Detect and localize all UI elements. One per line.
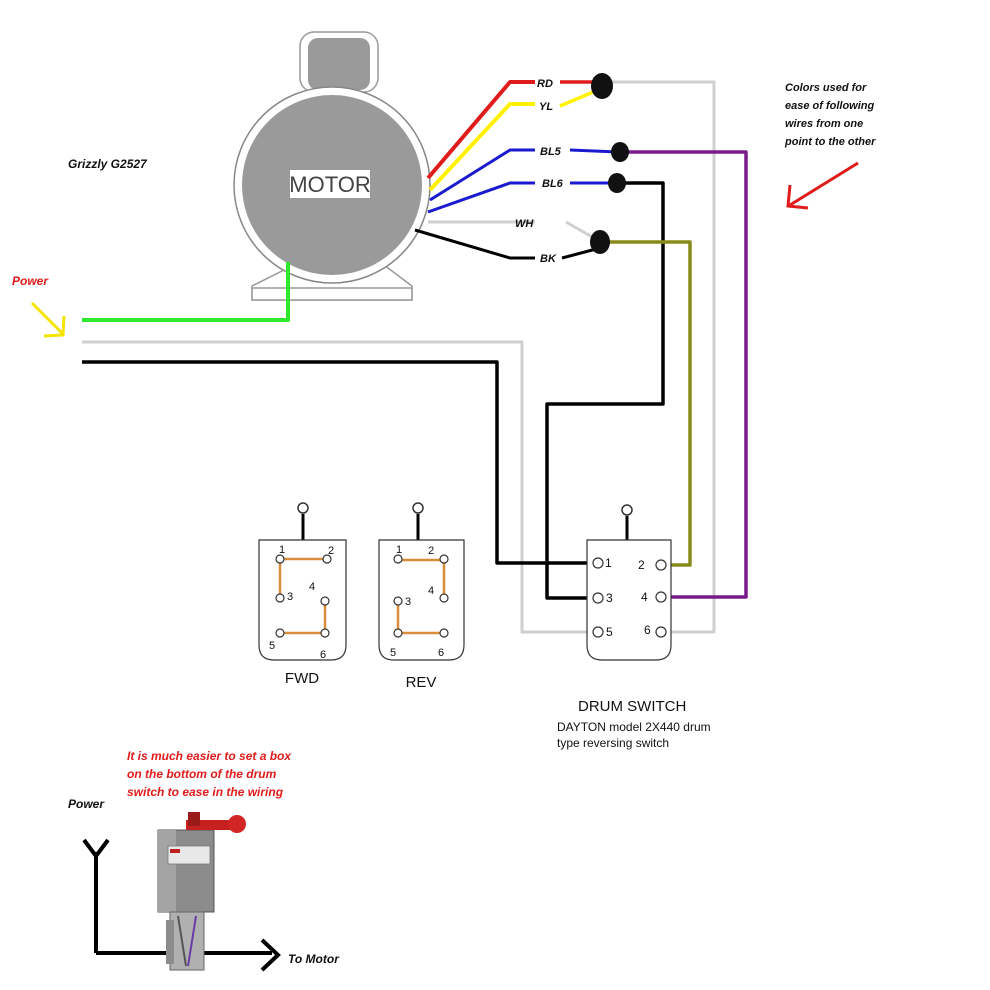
box-note: It is much easier to set a box on the bo… xyxy=(127,749,292,799)
wire-label-wh: WH xyxy=(515,218,534,230)
box-note-line: switch to ease in the wiring xyxy=(127,785,284,799)
drum-terminal-label: 2 xyxy=(638,558,645,572)
wire-connectors xyxy=(590,73,629,254)
note-colors-line: point to the other xyxy=(784,136,876,148)
fwd-terminal-label: 6 xyxy=(320,649,326,661)
drum-switch: 1 2 3 4 5 6 DRUM SWITCH DAYTON model 2X4… xyxy=(557,504,711,750)
rev-terminal-label: 4 xyxy=(428,585,434,597)
fwd-label: FWD xyxy=(285,670,319,687)
connector-rd-yl xyxy=(591,73,613,99)
wire-label-bl6: BL6 xyxy=(542,178,564,190)
connector-bl6 xyxy=(608,173,626,193)
wire-bl6 xyxy=(427,181,535,214)
drum-switch-title: DRUM SWITCH xyxy=(578,698,686,715)
drum-terminal-label: 4 xyxy=(641,590,648,604)
wire-gray-to-6 xyxy=(606,80,716,634)
wire-label-yl: YL xyxy=(539,101,553,113)
note-colors-line: ease of following xyxy=(785,100,875,112)
note-colors-line: wires from one xyxy=(785,118,863,130)
fwd-terminal-label: 3 xyxy=(287,591,293,603)
box-note-line: It is much easier to set a box xyxy=(127,749,292,763)
fwd-terminal-label: 2 xyxy=(328,545,334,557)
colors-note: Colors used for ease of following wires … xyxy=(784,82,876,210)
wire-green xyxy=(82,262,290,322)
drum-switch-subtitle: type reversing switch xyxy=(557,736,669,750)
connector-wh-bk xyxy=(590,230,610,254)
drum-terminal-label: 1 xyxy=(605,556,612,570)
rev-terminal-label: 3 xyxy=(405,596,411,608)
drum-terminal-label: 3 xyxy=(606,591,613,605)
wire-labels: RD YL BL5 BL6 WH BK xyxy=(515,78,564,265)
wire-label-bl5: BL5 xyxy=(540,146,562,158)
wire-yl xyxy=(428,102,535,192)
note-colors-line: Colors used for xyxy=(785,82,867,94)
connector-bl5 xyxy=(611,142,629,162)
rev-terminal-label: 6 xyxy=(438,647,444,659)
rev-terminal-label: 5 xyxy=(390,647,396,659)
wire-gray-power xyxy=(82,340,592,634)
fwd-terminal-label: 5 xyxy=(269,640,275,652)
fwd-terminal-label: 1 xyxy=(279,544,285,556)
rev-terminal-label: 1 xyxy=(396,544,402,556)
note-arrow-red xyxy=(786,161,859,210)
drum-terminal-label: 5 xyxy=(606,625,613,639)
fwd-terminal-label: 4 xyxy=(309,581,315,593)
wire-bl5 xyxy=(429,148,535,202)
rev-switch-diagram: 1 2 3 4 5 6 REV xyxy=(378,502,465,691)
drum-switch-illustration xyxy=(82,812,281,972)
wire-purple-to-4 xyxy=(622,150,748,599)
drum-switch-subtitle: DAYTON model 2X440 drum xyxy=(557,720,711,734)
wire-rd xyxy=(426,80,535,180)
wire-black-to-3 xyxy=(545,181,665,600)
to-motor-label: To Motor xyxy=(288,952,340,966)
wire-label-rd: RD xyxy=(537,78,553,90)
wire-label-bk: BK xyxy=(540,253,557,265)
wire-olive-to-2 xyxy=(602,240,692,567)
motor: MOTOR xyxy=(233,31,431,301)
power-label: Power xyxy=(12,274,49,288)
drum-terminal-label: 6 xyxy=(644,623,651,637)
fwd-switch-diagram: 1 2 3 4 5 6 FWD xyxy=(258,502,347,687)
rev-terminal-label: 2 xyxy=(428,545,434,557)
wire-black-power xyxy=(82,360,592,565)
model-label: Grizzly G2527 xyxy=(68,157,148,171)
wire-bk xyxy=(414,228,535,260)
motor-label: MOTOR xyxy=(289,172,370,197)
wires xyxy=(82,80,748,634)
rev-label: REV xyxy=(406,674,437,691)
box-note-line: on the bottom of the drum xyxy=(127,767,277,781)
power-arrow-yellow xyxy=(30,301,66,338)
bottom-power-label: Power xyxy=(68,797,105,811)
